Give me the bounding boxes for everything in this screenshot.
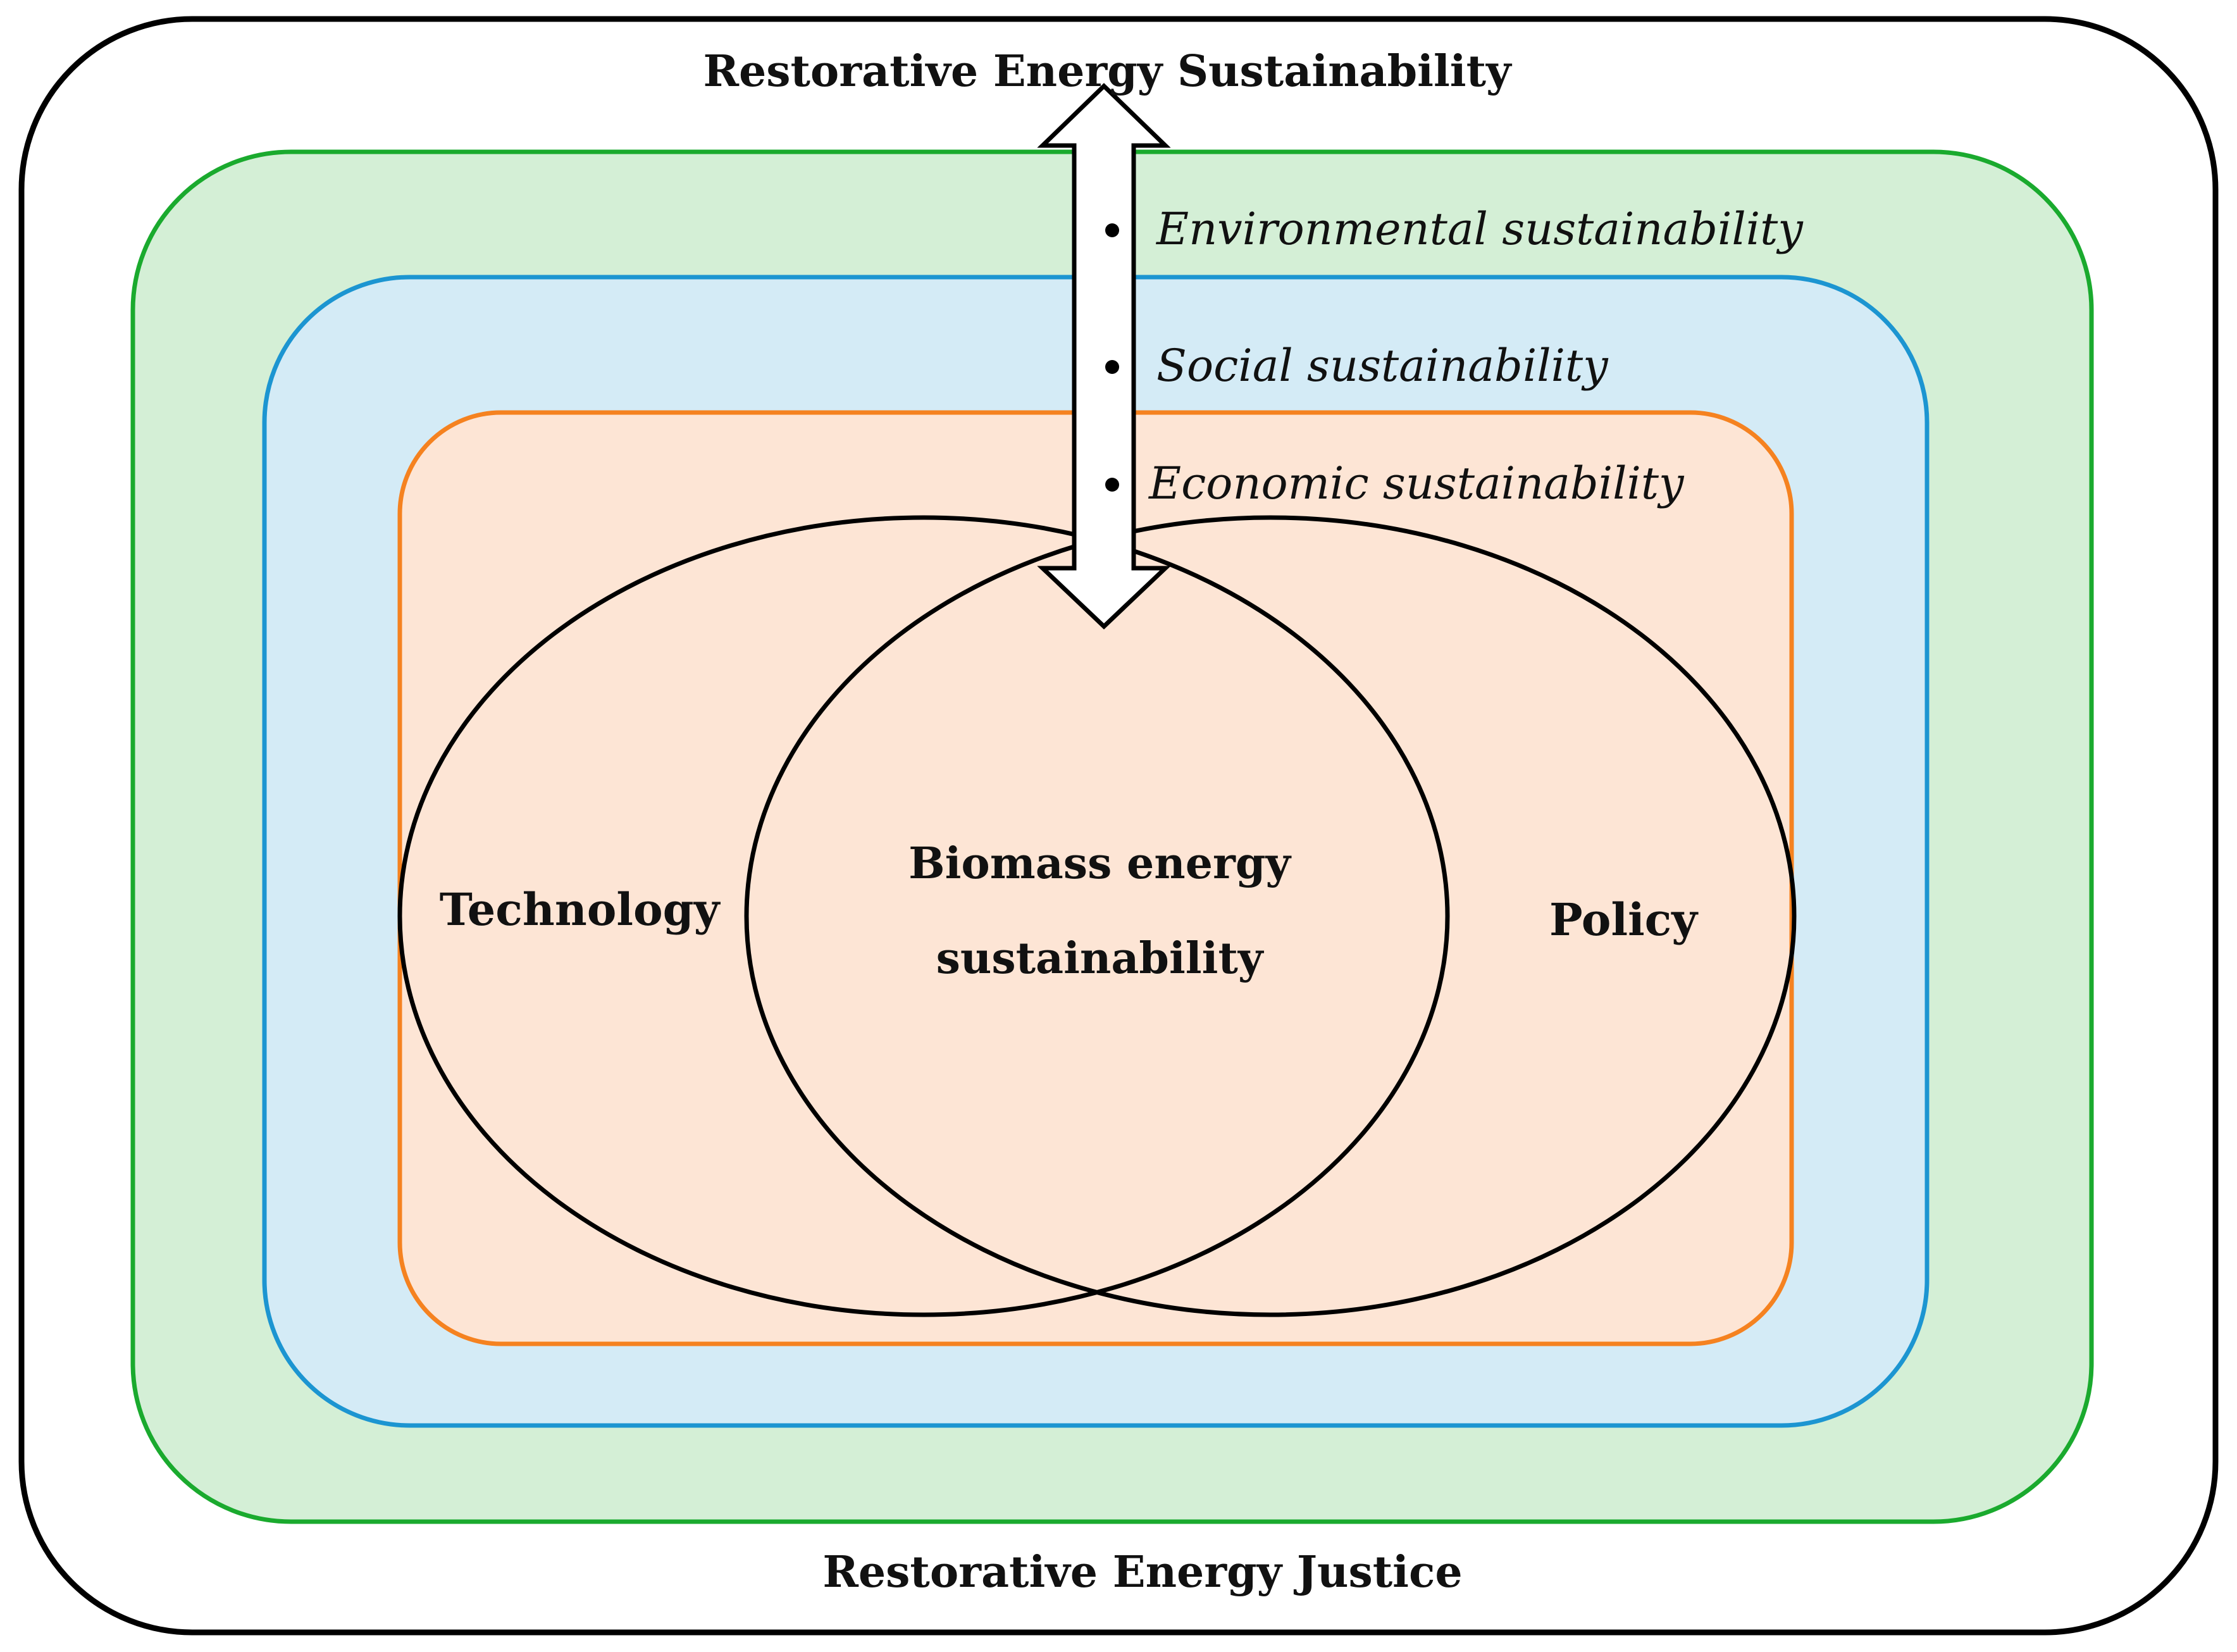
- pillar-environmental: Environmental sustainability: [1155, 203, 1804, 255]
- policy-ellipse: [744, 515, 1797, 1317]
- bottom-label: Restorative Energy Justice: [822, 1547, 1462, 1598]
- bullet-icon: [1105, 478, 1119, 492]
- bullet-icon: [1105, 223, 1119, 237]
- center-label-line1: Biomass energy: [908, 838, 1292, 889]
- double-arrow-icon: [1037, 83, 1171, 630]
- center-label-line2: sustainability: [936, 933, 1265, 984]
- technology-label: Technology: [440, 883, 721, 936]
- top-label: Restorative Energy Sustainability: [703, 46, 1513, 97]
- technology-ellipse: [397, 515, 1450, 1317]
- pillar-social: Social sustainability: [1156, 340, 1609, 392]
- pillar-economic: Economic sustainability: [1148, 457, 1685, 509]
- policy-label: Policy: [1549, 893, 1699, 946]
- bullet-icon: [1105, 360, 1119, 374]
